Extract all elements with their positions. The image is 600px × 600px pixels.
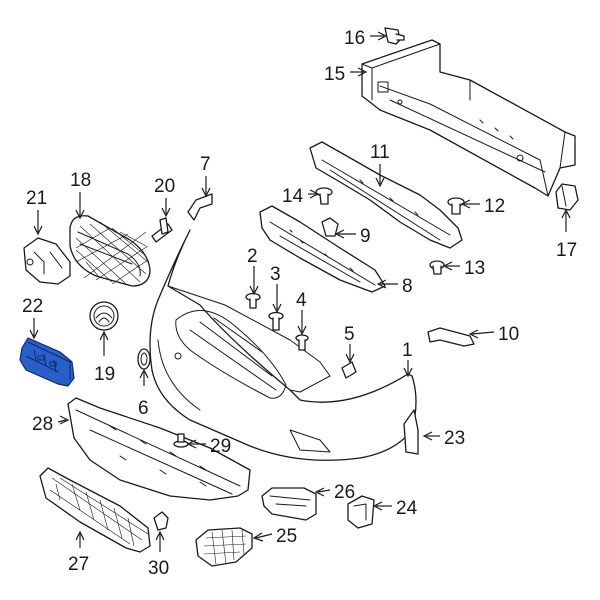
part-13-fastener[interactable] — [429, 260, 445, 275]
callout-8: 8 — [402, 276, 413, 297]
leader-lines — [29, 31, 571, 552]
part-6-plug[interactable] — [137, 348, 151, 370]
callout-4: 4 — [296, 290, 307, 311]
part-16-bolt[interactable] — [384, 27, 405, 45]
callout-17: 17 — [556, 240, 577, 261]
callout-10: 10 — [498, 324, 519, 345]
callout-22: 22 — [22, 296, 43, 317]
part-8-upper-support[interactable] — [259, 205, 386, 293]
callout-13: 13 — [464, 258, 485, 279]
callout-21: 21 — [26, 188, 47, 209]
part-10-molding[interactable] — [427, 327, 475, 347]
part-22-highlighted-bracket[interactable] — [19, 337, 75, 387]
part-18-grille[interactable] — [69, 215, 151, 287]
part-2-fastener[interactable] — [245, 292, 261, 309]
part-24-bracket[interactable] — [347, 495, 375, 529]
part-5-clip[interactable] — [341, 361, 357, 379]
part-30-clip[interactable] — [153, 511, 169, 531]
part-29-bolt[interactable] — [173, 433, 189, 448]
callout-12: 12 — [484, 196, 505, 217]
part-17-end-cap[interactable] — [555, 183, 579, 211]
callout-20: 20 — [154, 176, 175, 197]
callout-25: 25 — [276, 526, 297, 547]
part-12-fastener[interactable] — [447, 197, 465, 215]
callout-24: 24 — [396, 498, 418, 519]
part-20-stud-clip[interactable] — [151, 217, 173, 243]
callout-1: 1 — [402, 340, 413, 361]
callout-labels: 1 2 3 4 5 6 7 8 9 10 11 12 13 14 15 16 1… — [22, 28, 577, 579]
callout-28: 28 — [32, 414, 53, 435]
callout-23: 23 — [444, 428, 465, 449]
callout-6: 6 — [138, 398, 149, 419]
callout-11: 11 — [370, 142, 390, 163]
part-21-cover[interactable] — [23, 237, 71, 285]
part-4-fastener[interactable] — [295, 334, 309, 351]
callout-16: 16 — [344, 28, 365, 49]
part-3-fastener[interactable] — [268, 311, 284, 331]
part-26-bracket[interactable] — [261, 487, 317, 521]
callout-14: 14 — [282, 186, 304, 207]
part-19-emblem[interactable] — [89, 301, 119, 331]
callout-18: 18 — [70, 170, 91, 191]
part-7-bracket[interactable] — [187, 193, 213, 221]
part-15-reinforcement-beam[interactable] — [361, 39, 576, 197]
callout-26: 26 — [334, 482, 355, 503]
part-23-trim[interactable] — [403, 409, 419, 455]
callout-3: 3 — [270, 264, 281, 285]
callout-29: 29 — [210, 436, 231, 457]
part-11-absorber-bracket[interactable] — [309, 141, 463, 249]
callout-30: 30 — [148, 558, 169, 579]
callout-9: 9 — [360, 226, 371, 247]
callout-7: 7 — [200, 154, 211, 175]
callout-19: 19 — [94, 364, 115, 385]
part-14-fastener[interactable] — [315, 187, 333, 205]
part-25-side-grille[interactable] — [195, 527, 253, 567]
part-28-undertray[interactable] — [67, 397, 251, 501]
callout-5: 5 — [344, 324, 355, 345]
callout-27: 27 — [68, 554, 89, 575]
callout-2: 2 — [247, 246, 258, 267]
part-1-bumper-cover[interactable] — [149, 229, 417, 461]
part-27-lower-grille[interactable] — [39, 467, 151, 553]
part-9-clip[interactable] — [321, 217, 339, 237]
callout-15: 15 — [324, 64, 345, 85]
